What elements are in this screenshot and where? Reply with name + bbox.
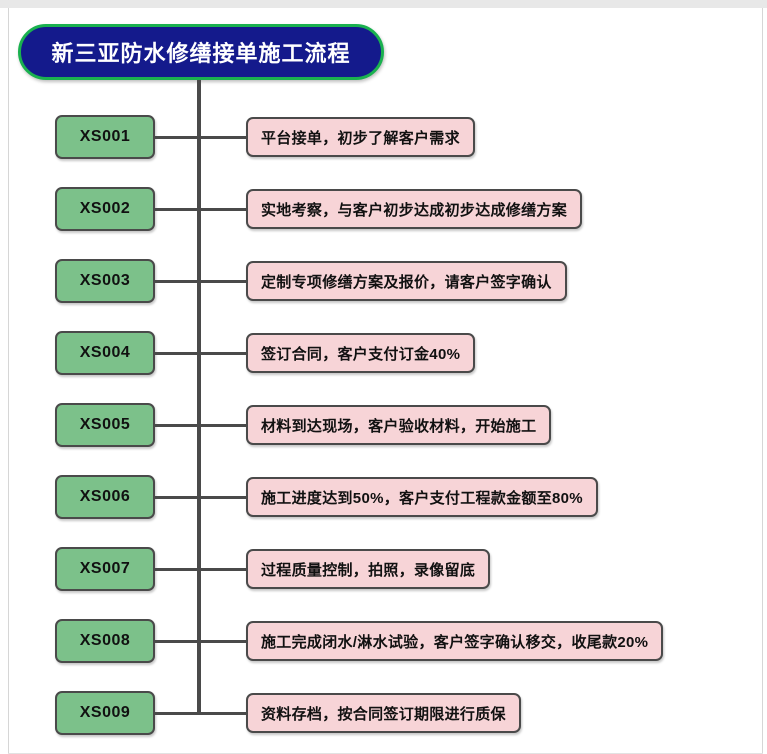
frame-top-strip — [0, 0, 767, 8]
step-description-label: 施工完成闭水/淋水试验，客户签字确认移交，收尾款20% — [261, 633, 649, 651]
step-description-label: 施工进度达到50%，客户支付工程款金额至80% — [261, 489, 583, 507]
step-code-label: XS006 — [79, 488, 131, 505]
connector-line-left — [155, 208, 201, 211]
step-description-label: 定制专项修缮方案及报价，请客户签字确认 — [261, 273, 552, 291]
connector-line-left — [155, 496, 201, 499]
step-description-box[interactable]: 施工完成闭水/淋水试验，客户签字确认移交，收尾款20% — [246, 621, 664, 661]
connector-line-left — [155, 352, 201, 355]
step-description-label: 签订合同，客户支付订金40% — [261, 345, 461, 363]
step-description-box[interactable]: 签订合同，客户支付订金40% — [246, 333, 476, 373]
step-code-box[interactable]: XS007 — [55, 547, 155, 591]
connector-line-right — [199, 352, 247, 355]
step-description-label: 实地考察，与客户初步达成初步达成修缮方案 — [261, 201, 568, 219]
connector-line-left — [155, 640, 201, 643]
frame-left-edge — [8, 8, 9, 754]
step-code-label: XS007 — [79, 560, 131, 577]
step-code-label: XS001 — [79, 128, 131, 145]
connector-line-right — [199, 136, 247, 139]
connector-line-right — [199, 712, 247, 715]
step-code-box[interactable]: XS002 — [55, 187, 155, 231]
step-code-label: XS009 — [79, 704, 131, 721]
step-description-label: 平台接单，初步了解客户需求 — [261, 129, 460, 147]
connector-line-right — [199, 568, 247, 571]
step-description-label: 材料到达现场，客户验收材料，开始施工 — [261, 417, 537, 435]
flow-spine-line — [197, 80, 201, 713]
connector-line-left — [155, 280, 201, 283]
connector-line-left — [155, 424, 201, 427]
connector-line-left — [155, 568, 201, 571]
step-code-box[interactable]: XS009 — [55, 691, 155, 735]
step-code-label: XS002 — [79, 200, 131, 217]
step-code-box[interactable]: XS005 — [55, 403, 155, 447]
diagram-title-box: 新三亚防水修缮接单施工流程 — [18, 24, 384, 80]
step-code-label: XS004 — [79, 344, 131, 361]
connector-line-right — [199, 424, 247, 427]
step-code-box[interactable]: XS006 — [55, 475, 155, 519]
step-code-box[interactable]: XS003 — [55, 259, 155, 303]
step-description-box[interactable]: 定制专项修缮方案及报价，请客户签字确认 — [246, 261, 567, 301]
step-code-box[interactable]: XS008 — [55, 619, 155, 663]
step-description-box[interactable]: 资料存档，按合同签订期限进行质保 — [246, 693, 521, 733]
connector-line-left — [155, 712, 201, 715]
step-code-box[interactable]: XS001 — [55, 115, 155, 159]
connector-line-right — [199, 208, 247, 211]
step-description-box[interactable]: 平台接单，初步了解客户需求 — [246, 117, 475, 157]
frame-right-edge — [762, 8, 763, 754]
connector-line-right — [199, 496, 247, 499]
step-description-box[interactable]: 过程质量控制，拍照，录像留底 — [246, 549, 491, 589]
step-code-label: XS005 — [79, 416, 131, 433]
diagram-title-text: 新三亚防水修缮接单施工流程 — [51, 41, 351, 66]
step-description-label: 过程质量控制，拍照，录像留底 — [261, 561, 476, 579]
step-code-label: XS008 — [79, 632, 131, 649]
step-description-box[interactable]: 实地考察，与客户初步达成初步达成修缮方案 — [246, 189, 583, 229]
connector-line-right — [199, 280, 247, 283]
connector-line-right — [199, 640, 247, 643]
connector-line-left — [155, 136, 201, 139]
step-code-label: XS003 — [79, 272, 131, 289]
step-description-label: 资料存档，按合同签订期限进行质保 — [261, 705, 506, 723]
step-description-box[interactable]: 施工进度达到50%，客户支付工程款金额至80% — [246, 477, 598, 517]
step-description-box[interactable]: 材料到达现场，客户验收材料，开始施工 — [246, 405, 552, 445]
step-code-box[interactable]: XS004 — [55, 331, 155, 375]
